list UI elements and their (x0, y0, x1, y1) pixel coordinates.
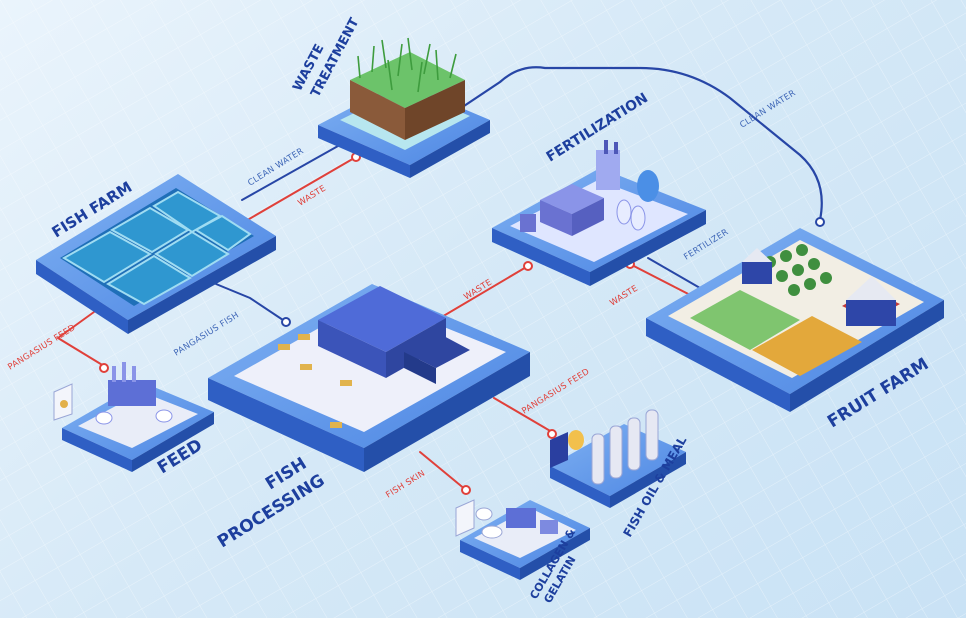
factory-icon (520, 140, 659, 236)
crop-field-icon (752, 316, 862, 376)
gelatin-box-icon (455, 499, 493, 537)
fish-oil-meal-platform (550, 409, 686, 508)
fish-farm-platform (36, 174, 276, 334)
fish-processing-platform (208, 284, 530, 472)
waste-line-fishfarm (243, 156, 357, 223)
fish-skin-line (419, 451, 467, 491)
feed-platform (53, 362, 214, 472)
collagen-gelatin-platform (455, 499, 590, 580)
pangasius-feed-line-1 (56, 311, 105, 367)
grass-icon (357, 37, 457, 93)
barn-icon (742, 248, 900, 326)
fertilization-platform (492, 140, 706, 286)
waste-line-processing (439, 265, 529, 319)
pangasius-feed-line-2 (493, 397, 553, 433)
clean-water-line-1 (241, 145, 339, 201)
oil-bottle-icon (550, 430, 584, 468)
collagen-plant-icon (481, 508, 558, 539)
truck-icons (278, 334, 352, 428)
fertilizer-line (647, 257, 701, 289)
greenhouse-icon (690, 290, 800, 350)
feed-bag-icon (53, 383, 73, 421)
fruit-farm-platform (646, 228, 944, 412)
clean-water-line-2 (453, 66, 823, 222)
feed-factory-icon (95, 362, 173, 425)
processing-plant-icon (318, 286, 470, 384)
waste-treatment-platform (318, 37, 490, 178)
pangasius-fish-line (215, 283, 287, 323)
silo-icon (591, 409, 659, 485)
fish-pond-icon (62, 190, 252, 306)
